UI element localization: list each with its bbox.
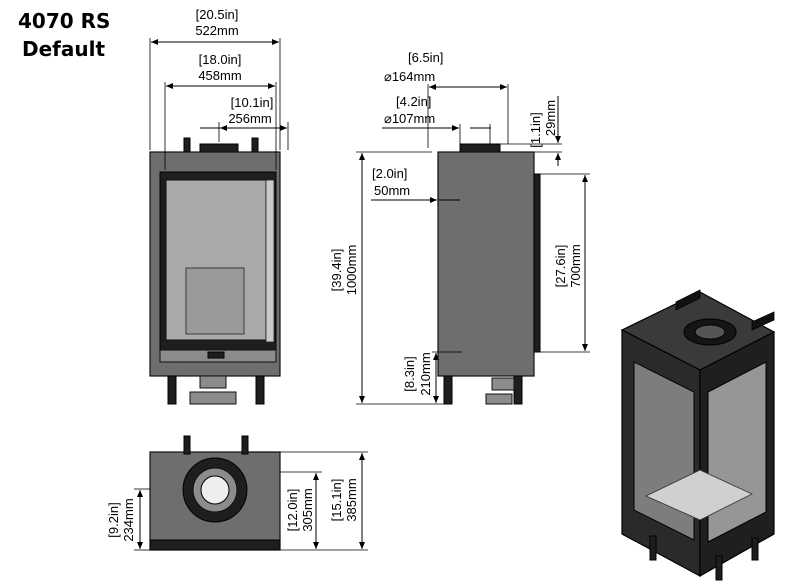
- side-view: [437, 143, 541, 405]
- dim-side-standoff-in: [2.0in]: [372, 166, 407, 181]
- iso-burner-media: [645, 469, 753, 521]
- dim-collar-height-mm: 29mm: [543, 100, 558, 136]
- side-leg-back: [513, 375, 523, 405]
- dim-frame-width-mm: 458mm: [198, 68, 241, 83]
- control-knob: [207, 351, 225, 359]
- leg-left: [167, 375, 177, 405]
- side-gas-bracket: [485, 393, 513, 405]
- dim-base-height-in: [8.3in]: [402, 356, 417, 391]
- iso-leg-2: [715, 555, 723, 581]
- flue-opening: [200, 475, 230, 505]
- dim-overall-width-in: [20.5in]: [196, 7, 239, 22]
- dim-flue-from-front-mm: 234mm: [121, 498, 136, 541]
- isometric-view: [620, 289, 776, 581]
- top-view-front-edge: [149, 539, 281, 551]
- side-dimensions: [6.5in] ⌀164mm [4.2in] ⌀107mm [1.1in] 29…: [329, 50, 590, 405]
- top-dimensions: [9.2in] 234mm [12.0in] 305mm [15.1in] 38…: [106, 451, 368, 551]
- dim-top-depth-mm: 305mm: [300, 488, 315, 531]
- iso-bracket-right: [751, 311, 775, 331]
- dim-flue-offset-in: [10.1in]: [231, 95, 274, 110]
- front-view: [149, 137, 281, 405]
- dim-flue-inner-dia-mm: ⌀107mm: [384, 111, 435, 126]
- side-glass-edge: [533, 173, 541, 353]
- dim-side-standoff-mm: 50mm: [374, 183, 410, 198]
- iso-side-glass: [707, 361, 767, 543]
- burner-panel: [185, 267, 245, 335]
- dim-glass-height-in: [27.6in]: [553, 245, 568, 288]
- dim-overall-width-mm: 522mm: [195, 23, 238, 38]
- side-body: [437, 151, 535, 377]
- dim-overall-height-in: [39.4in]: [329, 249, 344, 292]
- flue-collar-side: [459, 143, 501, 153]
- side-gas-valve: [491, 377, 515, 391]
- iso-flue-opening: [694, 324, 726, 340]
- dim-overall-depth-mm: 385mm: [344, 478, 359, 521]
- gas-valve: [199, 375, 227, 389]
- dim-top-depth-in: [12.0in]: [285, 489, 300, 532]
- model-title: 4070 RS: [18, 9, 111, 33]
- top-view-flange-left: [183, 435, 191, 455]
- dim-base-height-mm: 210mm: [418, 352, 433, 395]
- top-flange-left: [183, 137, 191, 153]
- dim-overall-height-mm: 1000mm: [344, 245, 359, 296]
- dim-flue-outer-dia-mm: ⌀164mm: [384, 69, 435, 84]
- dim-flue-from-front-in: [9.2in]: [106, 502, 121, 537]
- dim-glass-height-mm: 700mm: [568, 244, 583, 287]
- front-dimensions: [20.5in] 522mm [18.0in] 458mm [10.1in] 2…: [149, 7, 289, 170]
- flue-collar-front: [199, 143, 239, 153]
- dim-collar-height-in: [1.1in]: [528, 112, 543, 147]
- top-view: [149, 435, 281, 551]
- iso-leg-3: [751, 537, 759, 561]
- leg-right: [255, 375, 265, 405]
- model-variant: Default: [22, 37, 106, 61]
- iso-leg-1: [649, 535, 657, 561]
- iso-bracket-left: [675, 289, 701, 311]
- side-leg-front: [443, 375, 453, 405]
- dim-flue-outer-dia-in: [6.5in]: [408, 50, 443, 65]
- door-side-strip: [265, 179, 275, 343]
- dim-flue-offset-mm: 256mm: [228, 111, 271, 126]
- gas-bracket: [189, 391, 237, 405]
- top-flange-right: [251, 137, 259, 153]
- top-view-flange-right: [241, 435, 249, 455]
- dim-flue-inner-dia-in: [4.2in]: [396, 94, 431, 109]
- dim-overall-depth-in: [15.1in]: [329, 479, 344, 522]
- dim-frame-width-in: [18.0in]: [199, 52, 242, 67]
